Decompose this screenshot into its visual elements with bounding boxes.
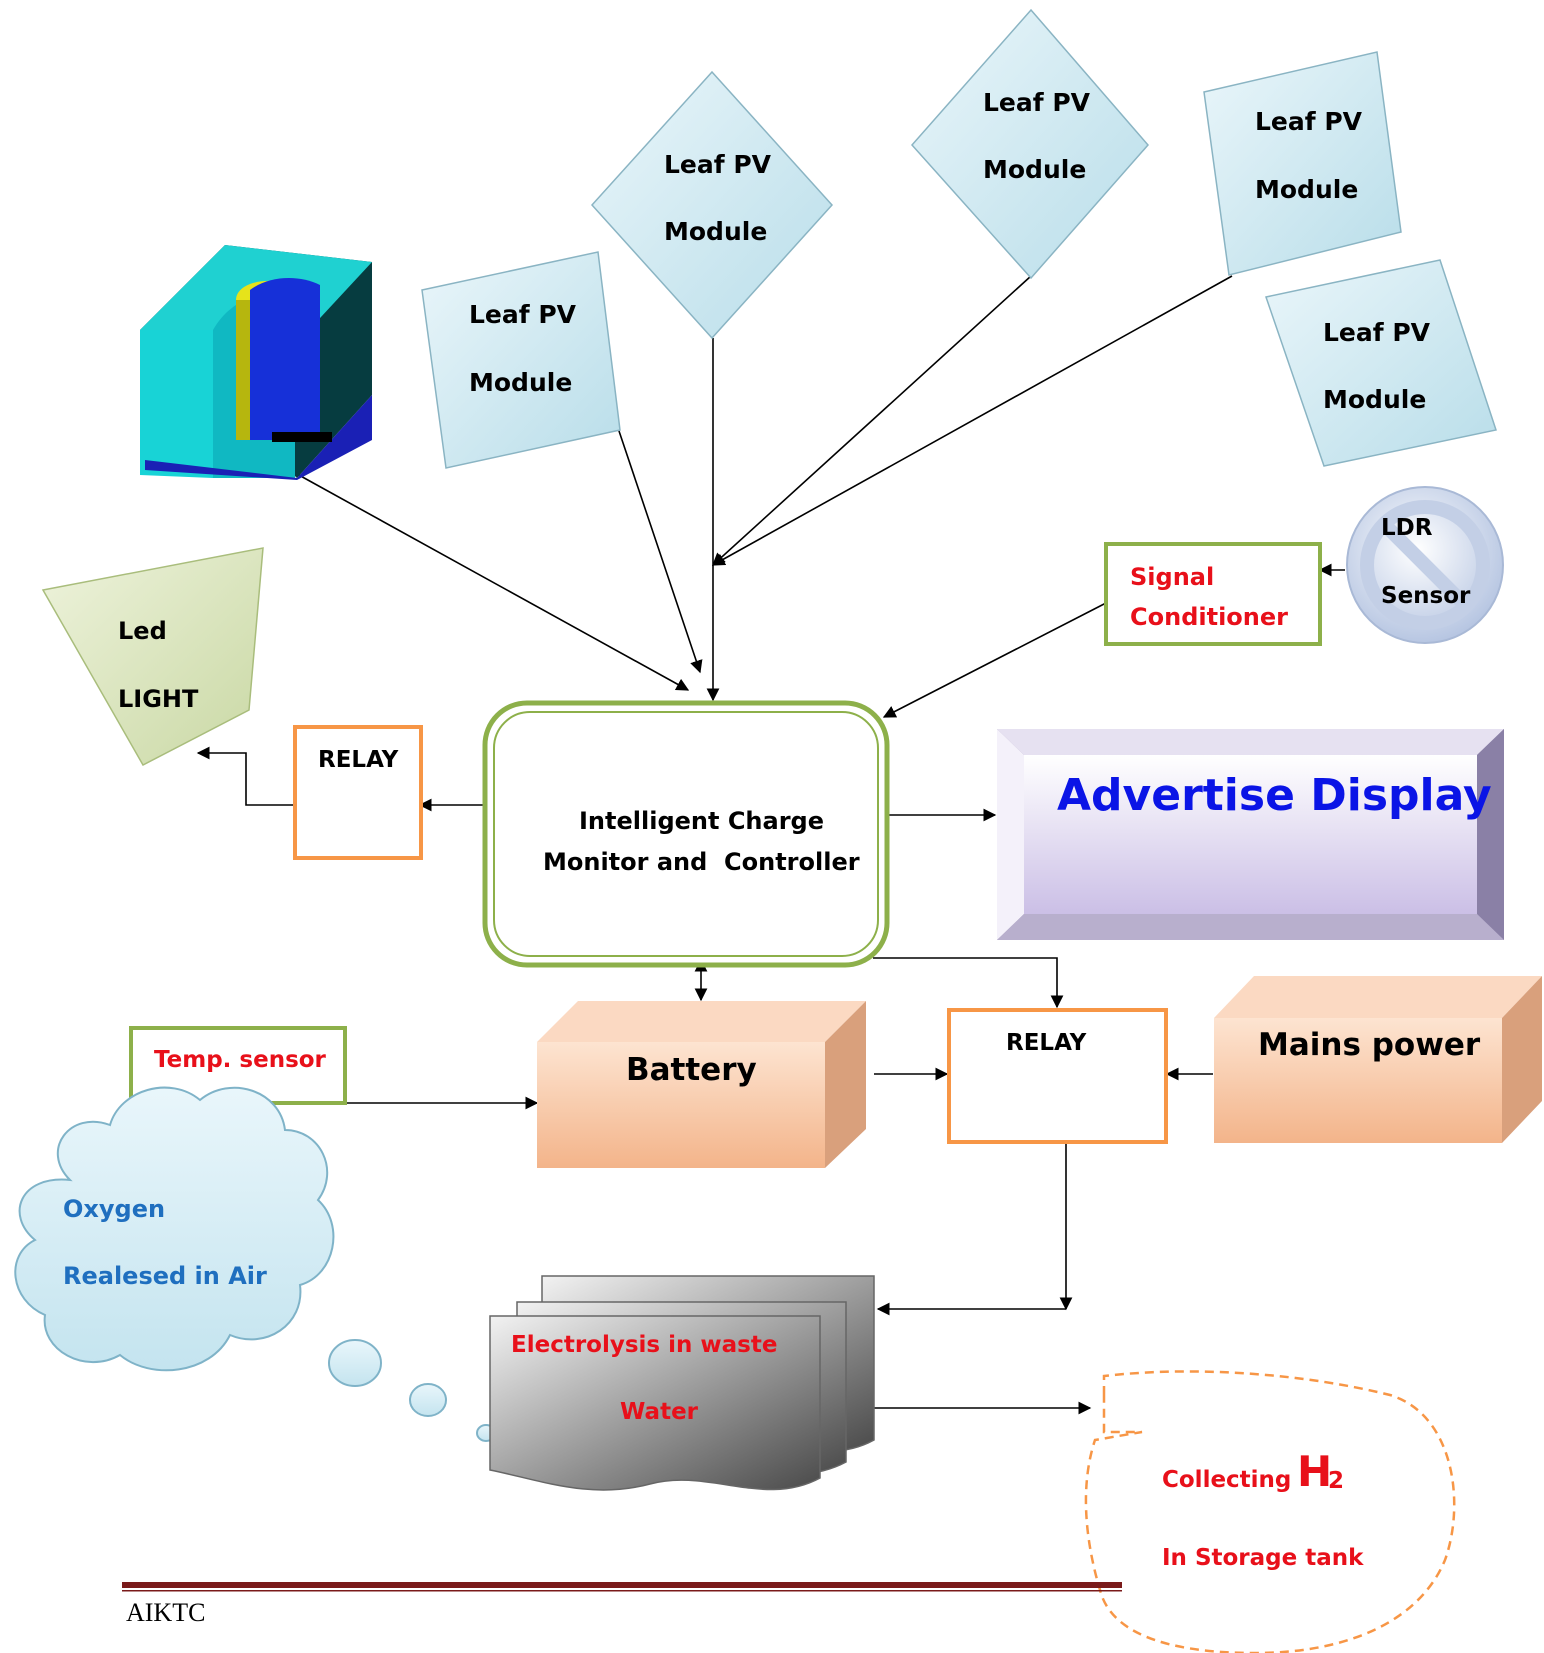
- cylinder-device-icon: [140, 245, 372, 480]
- pv-module-3-line1: Leaf PV: [983, 88, 1091, 117]
- pv-module-4-line1: Leaf PV: [1255, 107, 1363, 136]
- relay-left-label: RELAY: [318, 747, 399, 773]
- pv-module-3: [910, 8, 1149, 280]
- hydrogen-label-prefix: Collecting: [1162, 1467, 1292, 1493]
- temp-sensor-label: Temp. sensor: [154, 1047, 326, 1073]
- signal-conditioner-line2: Conditioner: [1130, 603, 1288, 631]
- relay-right-box: [947, 1008, 1168, 1144]
- footer-rule: [122, 1582, 1122, 1592]
- oxygen-label-line2: Realesed in Air: [63, 1262, 267, 1290]
- pv-module-2-line2: Module: [664, 217, 768, 246]
- arrow-controller-to-relay-right: [873, 957, 1064, 1009]
- led-light-shape: [41, 547, 264, 766]
- pv-module-5-line2: Module: [1323, 385, 1427, 414]
- controller-box: [482, 700, 890, 968]
- hydrogen-symbol: H: [1297, 1447, 1333, 1496]
- arrow-pv3-to-controller: [712, 275, 1032, 566]
- pv-module-1: [421, 251, 621, 469]
- arrow-signal-to-controller: [882, 602, 1107, 718]
- relay-left-box: [293, 725, 423, 860]
- pv-module-2: [590, 70, 834, 340]
- electrolysis-label-line2: Water: [620, 1399, 699, 1425]
- pv-module-1-line1: Leaf PV: [469, 300, 577, 329]
- pv-module-4: [1203, 51, 1402, 276]
- signal-conditioner-line1: Signal: [1130, 563, 1215, 591]
- pv-module-3-line2: Module: [983, 155, 1087, 184]
- pv-module-5-line1: Leaf PV: [1323, 318, 1431, 347]
- pv-module-1-line2: Module: [469, 368, 573, 397]
- ldr-sensor-icon: [1346, 486, 1504, 644]
- signal-conditioner-box: [1104, 542, 1322, 646]
- controller-label-line1: Intelligent Charge: [579, 807, 825, 835]
- pv-module-4-line2: Module: [1255, 175, 1359, 204]
- electrolysis-stack: [489, 1275, 875, 1491]
- ldr-label-line1: LDR: [1381, 515, 1433, 541]
- battery-box: [537, 1001, 866, 1168]
- controller-label-line2: Monitor and Controller: [543, 848, 860, 876]
- electrolysis-label-line1: Electrolysis in waste: [511, 1332, 778, 1358]
- oxygen-cloud: [14, 1086, 496, 1442]
- mains-power-label: Mains power: [1258, 1027, 1481, 1063]
- pv-module-5: [1265, 259, 1497, 467]
- relay-right-label: RELAY: [1006, 1030, 1087, 1056]
- ldr-label-line2: Sensor: [1381, 583, 1471, 609]
- footer-text: AIKTC: [126, 1598, 206, 1627]
- arrow-pv1-to-controller: [617, 427, 703, 674]
- pv-module-2-line1: Leaf PV: [664, 150, 772, 179]
- led-label-line1: Led: [118, 617, 167, 645]
- hydrogen-callout: [1084, 1370, 1456, 1653]
- advertise-display-label: Advertise Display: [1057, 770, 1492, 821]
- led-label-line2: LIGHT: [118, 685, 199, 713]
- arrow-cylinder-to-controller: [296, 473, 690, 691]
- advertise-display-box: [997, 729, 1504, 940]
- oxygen-label-line1: Oxygen: [63, 1195, 166, 1223]
- connectors: [196, 275, 1345, 1415]
- battery-label: Battery: [626, 1052, 757, 1088]
- hydrogen-label-line2: In Storage tank: [1162, 1545, 1364, 1571]
- arrow-pv4-to-controller: [711, 275, 1233, 566]
- mains-power-box: [1214, 976, 1542, 1143]
- arrow-relay-to-led: [196, 746, 295, 806]
- hydrogen-subscript: 2: [1328, 1468, 1345, 1494]
